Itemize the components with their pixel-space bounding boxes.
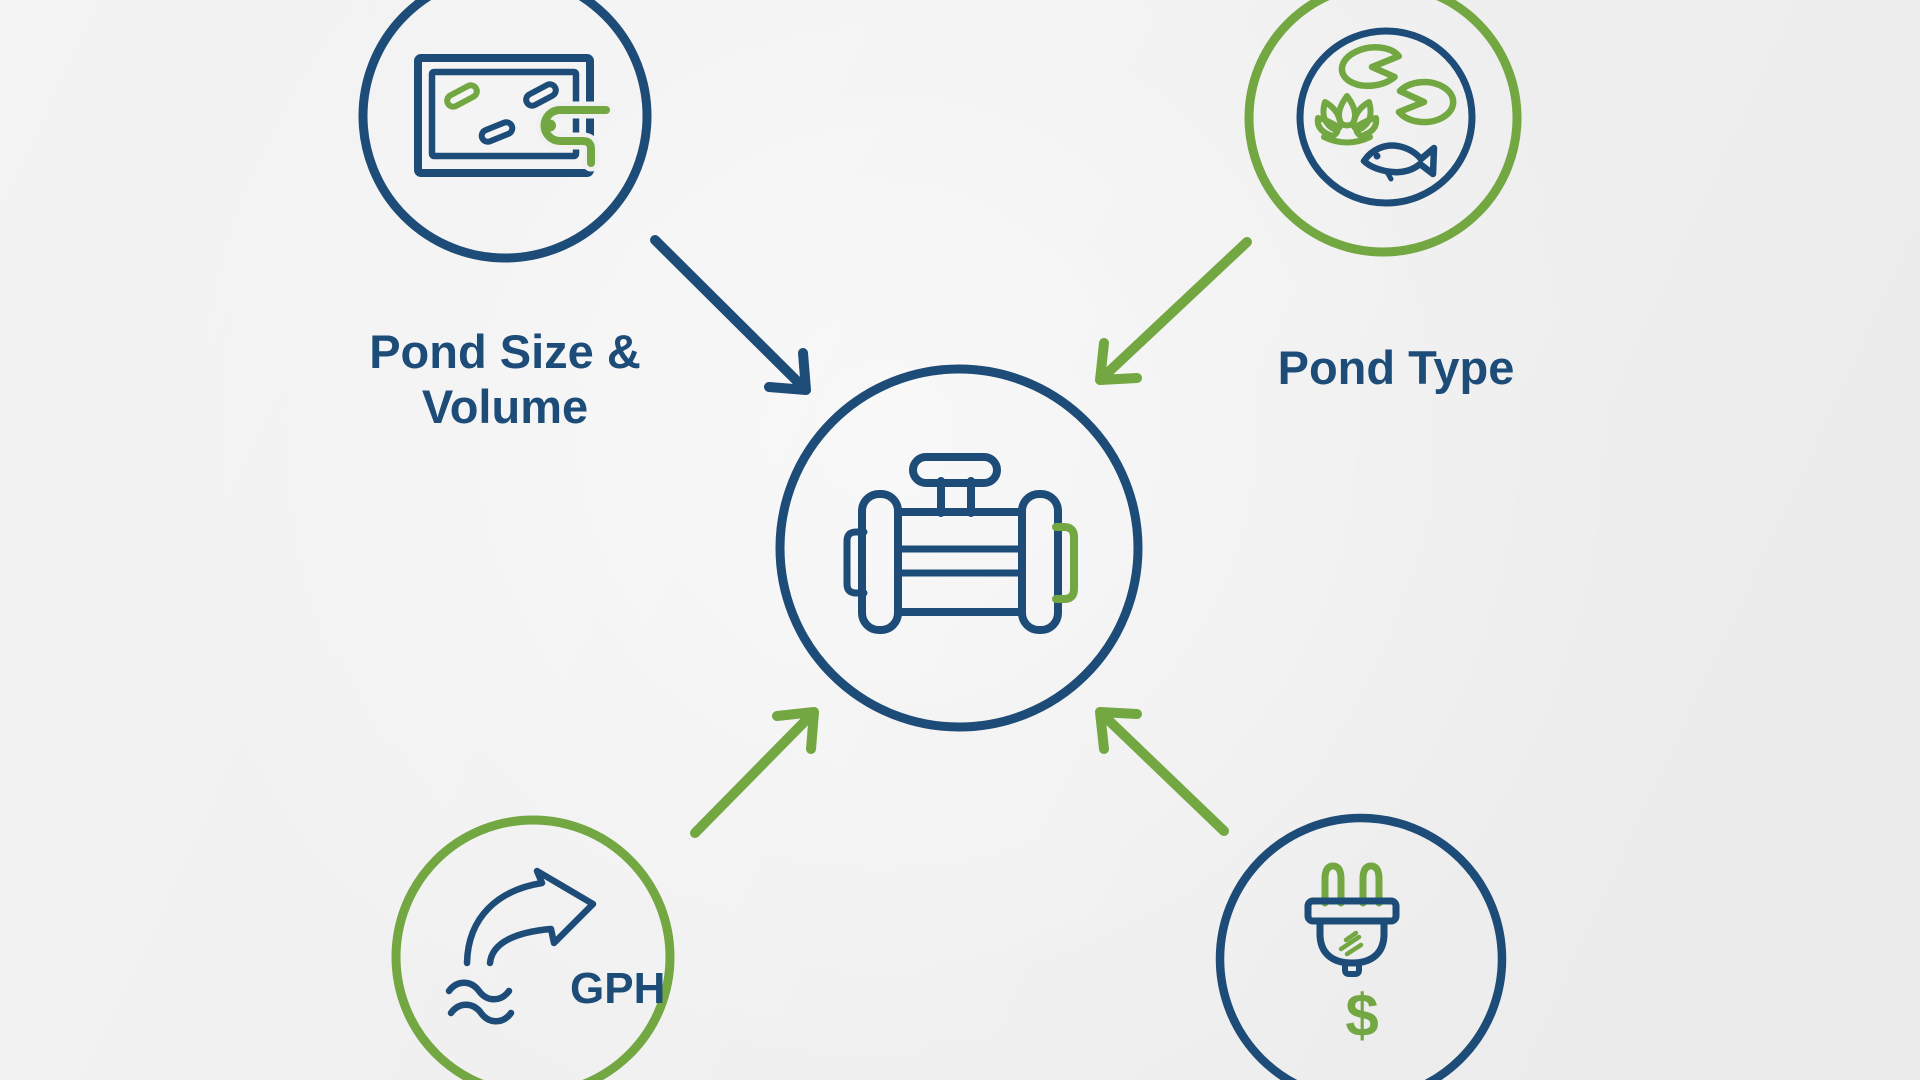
fish-icon (1360, 142, 1438, 182)
lotus-icon (1314, 93, 1380, 146)
skimmer-pipe (540, 106, 610, 167)
pond-type-label: Pond Type (1277, 341, 1515, 394)
fish-capsule-blue-2 (478, 119, 516, 145)
gph-circle (391, 815, 675, 1080)
pump-left-port (843, 528, 868, 597)
skimmer-dot (544, 119, 556, 132)
lily-pads-lotus-fish-icon (1314, 44, 1457, 182)
pump-body (894, 508, 1026, 616)
pond-size-label-line1: Pond Size & (369, 325, 641, 378)
pond-size-circle (358, 0, 652, 263)
dollar-sign-label: $ (1345, 982, 1378, 1049)
center-circle (775, 364, 1143, 732)
pond-size-label-line2: Volume (421, 380, 589, 434)
power-plug-icon (1304, 862, 1400, 977)
fish-capsule-green (444, 82, 480, 110)
arrow-cost-to-pump (1095, 707, 1229, 836)
wave-line-2 (447, 1001, 515, 1025)
plug-prong-right (1359, 862, 1383, 907)
lily-pad-icon-1 (1338, 44, 1403, 90)
pond-type-inner-circle (1296, 27, 1476, 207)
flow-arrow-outline (463, 867, 597, 967)
pump-green-outlet (1052, 523, 1078, 603)
pump-stem (937, 477, 975, 517)
lily-pad-icon-2 (1395, 78, 1457, 126)
plug-stub (1342, 960, 1362, 977)
plug-cap (1304, 897, 1400, 925)
pump-right-cap (1018, 490, 1062, 634)
node-pond-size (358, 0, 652, 263)
center-node-pump (775, 364, 1143, 732)
flow-curve-arrow-waves-icon (445, 867, 597, 1025)
arrow-pond-size-to-pump (650, 235, 811, 395)
plug-prong-left (1321, 862, 1345, 907)
wave-line-1 (445, 979, 513, 1003)
fish-capsule-blue-1 (523, 81, 559, 109)
gph-label: GPH (570, 964, 665, 1013)
arrow-gph-to-pump (690, 707, 819, 838)
plug-body (1316, 917, 1388, 967)
node-pond-type (1244, 0, 1522, 257)
pump-left-cap (858, 490, 902, 634)
cost-circle (1215, 813, 1507, 1080)
node-flow-gph: GPH (391, 815, 675, 1080)
pond-pump-icon (843, 453, 1078, 634)
pond-top-view-icon (414, 54, 615, 177)
node-cost: $ (1215, 813, 1507, 1080)
arrow-pond-type-to-pump (1095, 237, 1252, 385)
pump-handle (909, 453, 1001, 487)
pond-size-label: Pond Size & Volume (303, 324, 707, 435)
plug-spark-marks (1338, 930, 1364, 957)
pump-stripes (896, 545, 1024, 577)
pond-type-outer-circle (1244, 0, 1522, 257)
